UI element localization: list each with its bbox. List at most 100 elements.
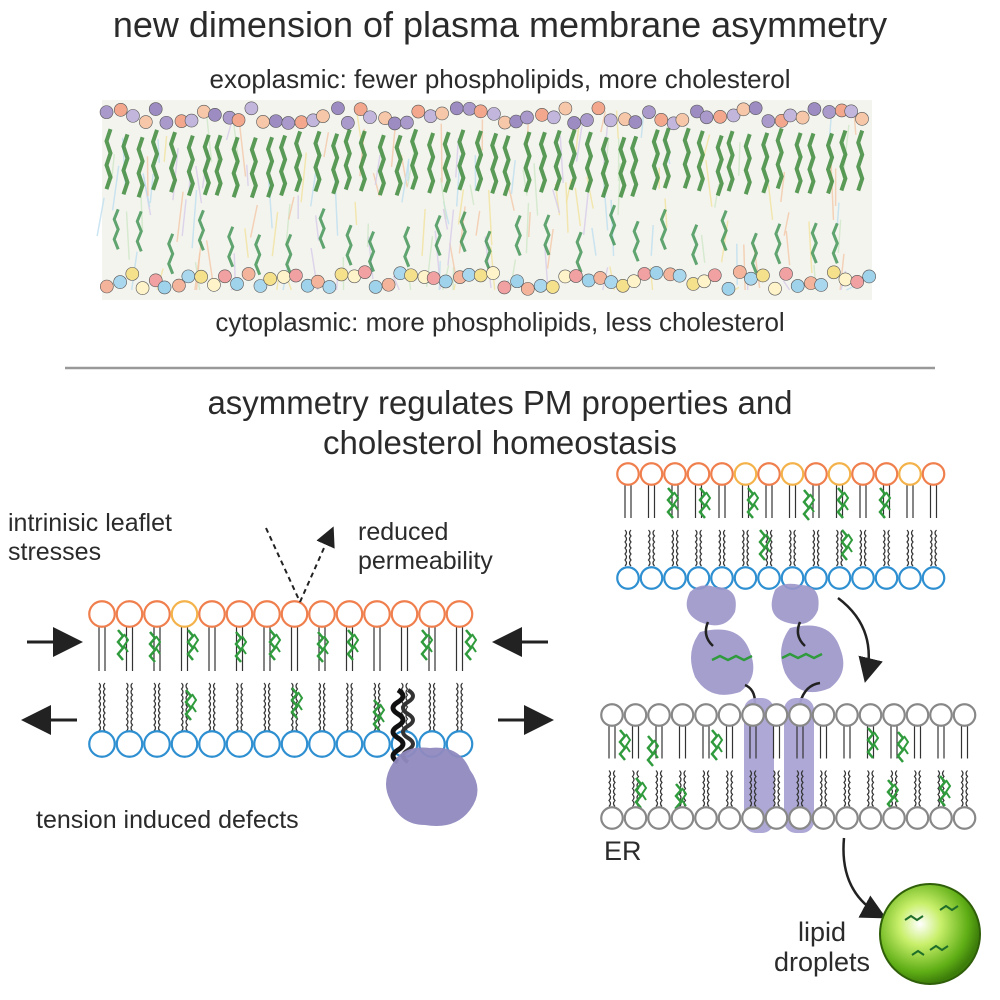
headgroup-top	[198, 600, 226, 628]
md-exo-headgroup	[520, 110, 534, 125]
headgroup-bottom	[811, 806, 836, 830]
md-cholesterol-upper	[214, 134, 223, 196]
carried-cholesterol-right	[781, 652, 823, 660]
lipid-tail-wavy	[882, 529, 886, 567]
cholesterol-molecule	[892, 783, 900, 803]
md-exo-headgroup	[591, 101, 606, 116]
md-cholesterol-upper	[136, 136, 145, 198]
headgroup-bottom	[335, 730, 364, 758]
permeability-line-2: permeability	[358, 547, 493, 575]
md-cyto-headgroup	[779, 267, 793, 281]
md-lipid-tail	[836, 202, 840, 225]
linker-left-top	[704, 621, 714, 647]
headgroup-top	[663, 462, 687, 486]
cholesterol-molecule	[316, 631, 325, 663]
bottom-title-line-1: asymmetry regulates PM properties and	[207, 384, 793, 421]
lipid-tail-wavy	[929, 529, 933, 567]
md-cholesterol-upper	[394, 134, 403, 196]
md-cyto-headgroup	[521, 282, 535, 296]
md-lipid-tail	[356, 114, 362, 138]
lipid-tail-wavy	[960, 770, 964, 807]
md-cyto-headgroup	[581, 273, 596, 288]
md-cyto-headgroup	[135, 281, 150, 295]
md-cyto-headgroup	[637, 267, 652, 281]
headgroup-top	[882, 703, 906, 727]
permeability-line-1: reduced	[358, 518, 449, 546]
md-lipid-tail	[586, 176, 594, 209]
md-cholesterol-lower	[459, 211, 467, 253]
md-cholesterol-upper	[490, 132, 499, 194]
md-lipid-tail	[559, 135, 564, 184]
headgroup-top	[390, 600, 419, 628]
lipid-tail-wavy	[718, 529, 722, 567]
md-cholesterol-upper	[630, 135, 639, 197]
right-pm-cholesterol	[666, 487, 892, 561]
lipid-tail-wavy	[866, 770, 870, 807]
md-cyto-headgroup	[672, 268, 687, 283]
md-lipid-tail	[191, 189, 198, 249]
lipid-tail-wavy	[859, 529, 863, 567]
md-lipid-tail	[157, 139, 161, 163]
cholesterol-molecule	[752, 491, 760, 511]
md-lipid-tail	[172, 148, 179, 201]
md-lipid-tail	[401, 158, 410, 203]
droplet-line-1: lipid	[798, 917, 847, 947]
cholesterol-molecule	[672, 491, 680, 511]
md-cholesterol-upper	[168, 131, 178, 193]
md-lipid-tail	[487, 189, 493, 246]
md-exo-headgroup	[462, 101, 477, 116]
cholesterol-molecule	[618, 729, 627, 761]
headgroup-bottom	[804, 566, 828, 590]
lipid-tail-wavy	[730, 770, 734, 807]
stress-line-1: intrinisic leaflet	[8, 509, 172, 537]
md-cyto-headgroup	[263, 272, 278, 286]
lipid-tail-wavy	[840, 529, 844, 567]
lipid-tail-wavy	[871, 770, 875, 807]
md-lipid-tail	[525, 202, 530, 254]
lipid-tail-wavy	[847, 770, 851, 807]
md-exo-headgroup	[761, 114, 776, 128]
right-pm-cytoplasmic-headgroups	[616, 566, 946, 590]
lipid-tail-wavy	[863, 529, 867, 567]
md-exo-headgroup	[726, 108, 741, 123]
cholesterol-molecule	[758, 529, 767, 561]
pm-bilayer-left	[88, 600, 478, 826]
md-lipid-tail	[449, 242, 457, 277]
lipid-tail-wavy	[240, 682, 244, 738]
cholesterol-molecule	[274, 633, 282, 653]
cholesterol-molecule	[764, 533, 772, 553]
md-cholesterol-upper	[377, 134, 386, 196]
headgroup-top	[921, 462, 946, 486]
md-cholesterol-upper	[442, 131, 451, 193]
md-cholesterol-upper	[651, 129, 660, 191]
cholesterol-molecule	[666, 487, 675, 519]
headgroup-bottom	[670, 806, 695, 830]
md-cholesterol-upper	[775, 127, 784, 190]
md-lipid-tail	[181, 199, 187, 237]
cholesterol-molecule	[902, 735, 910, 755]
headgroup-bottom	[198, 730, 226, 758]
md-cyto-headgroup	[533, 278, 548, 293]
permeability-label: reduced permeability	[358, 518, 493, 576]
md-cyto-headgroup	[311, 274, 325, 289]
md-lipid-tail	[780, 171, 786, 203]
md-cyto-headgroup	[649, 266, 664, 280]
md-lipid-tail	[366, 223, 370, 248]
md-exo-headgroup	[795, 110, 810, 125]
headgroup-top	[835, 703, 859, 727]
headgroup-bottom	[929, 806, 953, 830]
md-lipid-tail	[194, 241, 203, 291]
headgroup-top	[811, 703, 836, 727]
md-cholesterol-lower	[345, 224, 353, 266]
lipid-tail-wavy	[741, 529, 745, 567]
md-cholesterol-upper	[715, 134, 724, 197]
md-lipid-tail	[782, 280, 791, 291]
md-lipid-tail	[808, 221, 813, 274]
md-lipid-tail	[565, 182, 569, 233]
md-lipid-tail	[421, 209, 426, 256]
cholesterol-molecule	[624, 733, 632, 753]
lipid-tail-wavy	[772, 770, 776, 807]
md-lipid-tail	[837, 219, 842, 254]
md-cholesterol-upper	[825, 132, 835, 195]
exoplasmic-label: exoplasmic: fewer phospholipids, more ch…	[209, 64, 791, 94]
